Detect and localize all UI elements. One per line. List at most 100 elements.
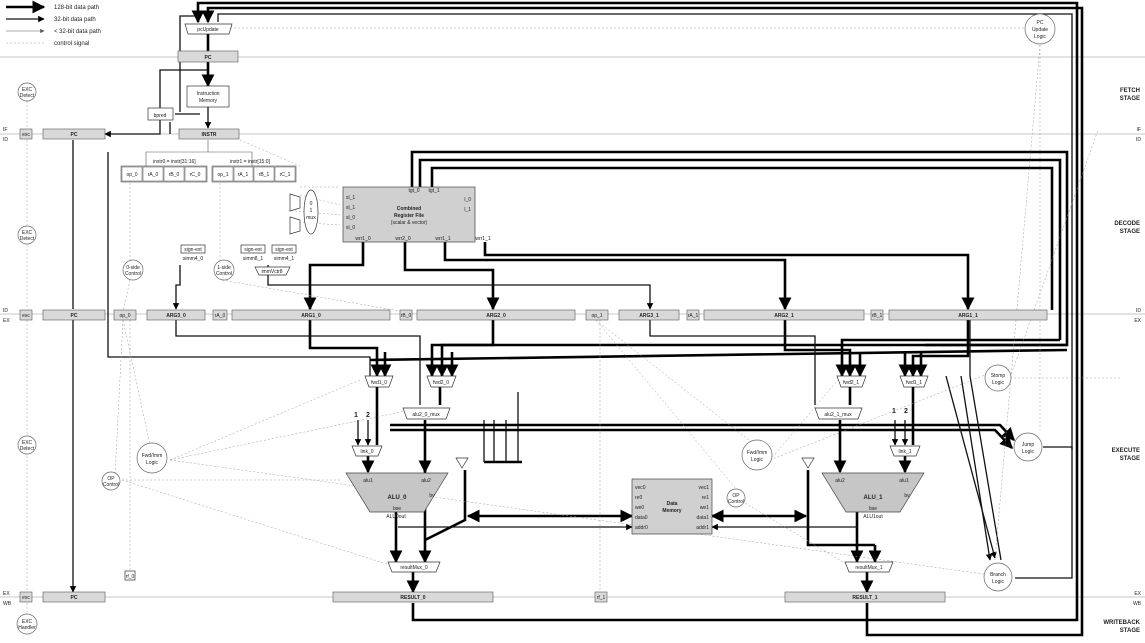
regfile-port-r0: l_0 [464, 197, 471, 203]
rb1-label: rB_1 [872, 313, 883, 319]
fwd2-0-mux [426, 375, 457, 388]
pcul-line2: Update [1032, 27, 1048, 33]
vector-mux-oval [303, 189, 319, 235]
result-mux-0 [387, 561, 441, 573]
pcul-line1: PC [1037, 20, 1044, 26]
alu2-1-mux-label: alu2_1_mux [824, 412, 852, 418]
sign-ext-1a [240, 244, 266, 254]
wb-label-left: WB [3, 601, 12, 607]
stomp-logic-1: Stomp [991, 373, 1006, 379]
legend-label-128: 128-bit data path [54, 5, 99, 11]
sign-ext-1a-label: sign-ext [244, 247, 262, 253]
pcul-line3: Logic [1034, 34, 1046, 40]
execute-stage: fwd1_0 fwd2_0 fwd2_1 fwd1_1 alu2_0_mux a… [17, 364, 1043, 592]
dm-port-addr1: addr1 [696, 525, 709, 531]
stomp-logic [984, 364, 1012, 392]
arg2-0-register [416, 309, 576, 321]
dm-port-vec0: vec0 [635, 485, 646, 491]
zero-side-control-2: Control [125, 271, 141, 277]
result-1-register [784, 591, 946, 603]
vector-mux-label: mux [306, 215, 316, 221]
branch-logic [983, 562, 1013, 592]
simm8-1-label: simm8_1 [243, 256, 264, 262]
instr0-field-rb [163, 166, 185, 182]
id-ex-registers: exc PC op_0 ARG3_0 rA_0 ARG1_0 rB_0 ARG2… [19, 309, 1048, 321]
data-memory-label-2: Memory [662, 508, 681, 514]
regfile-port-b3: wrr1_1 [475, 236, 491, 242]
sign-ext-0-label: sign-ext [184, 247, 202, 253]
sign-ext-0 [180, 244, 206, 254]
instr0-field-rc [184, 166, 207, 182]
arg2-1-register [703, 309, 865, 321]
fwd-imm-logic-1-2: Logic [751, 457, 763, 463]
instr1-field-rb-label: rB_1 [259, 172, 270, 178]
regfile-port-l1: sl_1 [346, 205, 355, 211]
imem-label-2: Memory [199, 98, 218, 104]
legend-label-32: 32-bit data path [54, 17, 96, 23]
control-signals [26, 27, 1120, 612]
exc-handler [16, 613, 38, 635]
buffer-triangle-0 [455, 457, 469, 469]
id-exc-label: exc [22, 313, 30, 319]
imm-vctr8-label: immVctr8 [261, 269, 282, 275]
id-op0-register [113, 309, 137, 321]
legend: 128-bit data path 32-bit data path < 32-… [6, 0, 101, 47]
sign-ext-1b [271, 244, 297, 254]
alu-0-in2: alu2 [421, 478, 431, 484]
ex-label-left-2: EX [3, 591, 10, 597]
ra0-register [212, 309, 228, 321]
pc-register [177, 50, 239, 63]
result-mux-1-label: resultMux_1 [855, 565, 882, 571]
fwd2-1-label: fwd2_1 [843, 380, 859, 386]
fwd1-1-mux [899, 375, 929, 388]
alu-0-label: ALU_0 [387, 495, 407, 501]
id-label-left-2: ID [3, 308, 8, 314]
legend-label-control: control signal [54, 41, 89, 47]
fwd-imm-logic-1 [741, 439, 773, 471]
sign-ext-1b-label: sign-ext [275, 247, 293, 253]
alu0out-label: ALU0out [386, 514, 406, 520]
instr-register [178, 128, 240, 140]
regfile-port-t1: tgt_1 [428, 188, 439, 194]
instr0-field-op-label: op_0 [126, 172, 137, 178]
one-side-control-2: Control [216, 271, 232, 277]
instr0-field-ra-label: rA_0 [148, 172, 159, 178]
stomp-logic-2: Logic [992, 380, 1004, 386]
alu2-0-mux-label: alu2_0_mux [412, 412, 440, 418]
instr0-fields: op_0 rA_0 rB_0 rC_0 [120, 165, 208, 183]
rb0-register [399, 309, 413, 321]
regfile-port-r1: l_1 [464, 207, 471, 213]
alu-1-in1: alu2 [835, 478, 845, 484]
id-exc-register [19, 309, 33, 321]
fwd-imm-logic-0 [136, 442, 168, 474]
vector-mux-mark-1: 1 [310, 208, 313, 214]
arg2-1-label: ARG2_1 [774, 313, 794, 319]
regfile-port-b1: wrr2_0 [395, 236, 411, 242]
dm-port-data0: data0 [635, 515, 648, 521]
exc-detect-fetch-2: Detect [20, 93, 35, 99]
alu-0-side: bv [429, 493, 435, 499]
simm4-1-label: simm4_1 [274, 256, 295, 262]
instr1-field-op-label: op_1 [217, 172, 228, 178]
one-side-control-1: 1-side [217, 265, 231, 271]
id-pc-label: PC [71, 313, 78, 319]
result-0-label: RESULT_0 [400, 595, 425, 601]
regfile-port-l2: sl_0 [346, 215, 355, 221]
execute-stage-line2: STAGE [1120, 456, 1140, 462]
result-mux-1 [844, 561, 894, 573]
branch-logic-1: Branch [990, 572, 1006, 578]
instr1-fields: op_1 rA_1 rB_1 rC_1 [211, 165, 297, 183]
ex-label-left: EX [3, 318, 10, 324]
arg1-0-register [231, 309, 391, 321]
exc-handler-2: Handler [18, 625, 36, 631]
jump-logic [1013, 432, 1043, 462]
alu-1 [821, 472, 925, 513]
alu-1-bottom: bse [869, 506, 877, 512]
alu-1-side: bv [904, 493, 910, 499]
rf-tag-0 [124, 570, 136, 581]
exc-detect-fetch-1: EXC [22, 87, 33, 93]
regfile-port-b0: wrr1_0 [355, 236, 371, 242]
instruction-memory [186, 85, 230, 108]
arg3-0-register [146, 309, 206, 321]
